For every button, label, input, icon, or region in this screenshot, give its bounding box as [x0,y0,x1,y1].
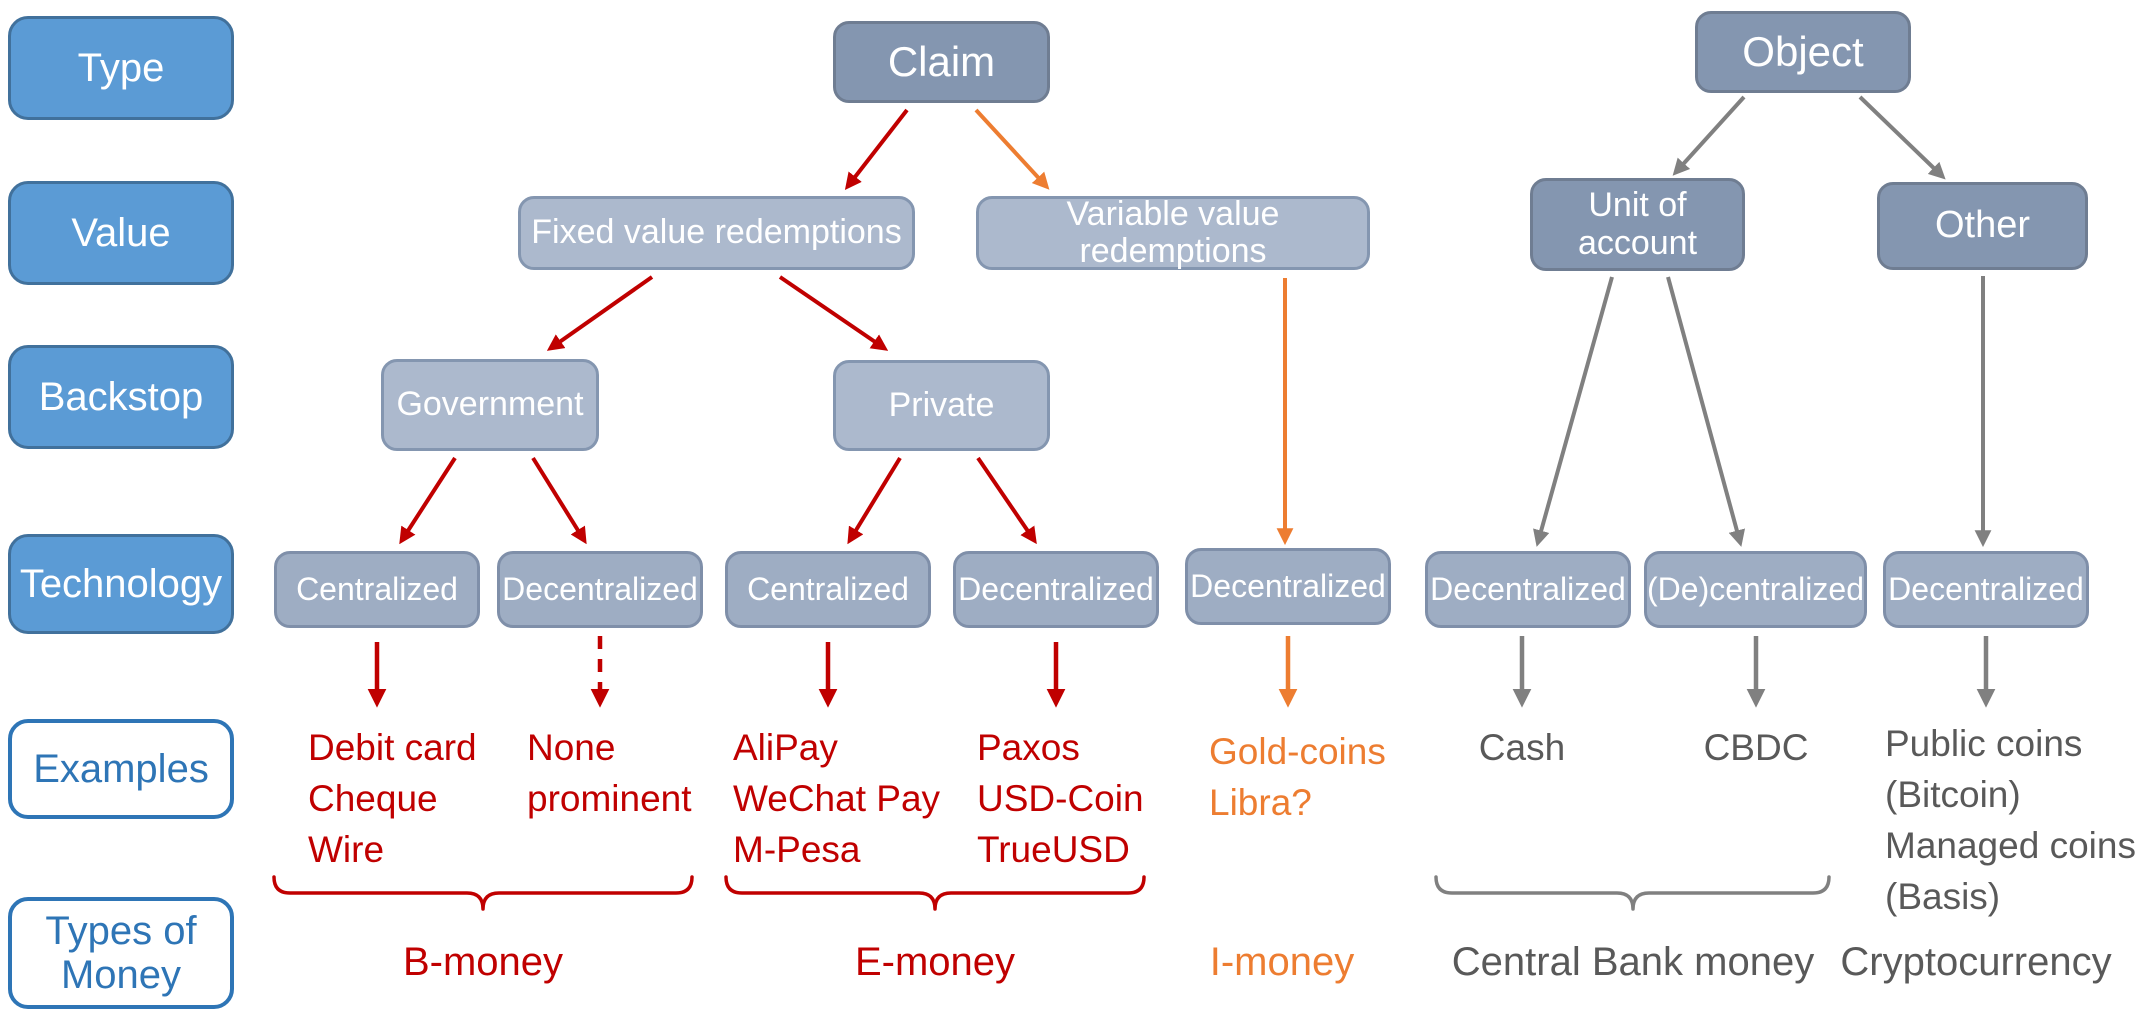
arrow-uoa-to-decentralized2 [1666,276,1746,547]
brace-b-money [272,875,694,911]
node-tech-decentralized-variable: Decentralized [1185,548,1391,625]
examples-e-decentralized: Paxos USD-Coin TrueUSD [977,727,1144,871]
node-object: Object [1695,11,1911,93]
money-type-e-money: E-money [854,940,1016,984]
arrow-object-to-unit-of-account [1672,95,1746,176]
arrow-claim-to-fixed-value [844,108,909,190]
brace-e-money [724,875,1146,911]
arrow-private-to-decentralized [976,456,1037,545]
node-tech-decentralized-uoa: Decentralized [1425,551,1631,628]
row-label-technology: Technology [8,534,234,634]
node-claim: Claim [833,21,1050,103]
examples-b-centralized: Debit card Cheque Wire [308,727,477,871]
arrow-claim-to-variable-value [974,108,1050,190]
arrow-government-to-decentralized [531,456,587,545]
node-tech-de-centralized: (De)centralized [1644,551,1867,628]
node-fixed-value-redemptions: Fixed value redemptions [518,196,915,270]
node-variable-value-redemptions: Variable value redemptions [976,195,1370,270]
row-label-value: Value [8,181,234,285]
examples-cbdc: CBDC [1703,727,1809,768]
arrow-object-to-other [1858,95,1946,180]
money-type-b-money: B-money [402,940,564,984]
node-other: Other [1877,182,2088,270]
node-tech-centralized-gov: Centralized [274,551,480,628]
arrow-fixed-to-government [546,275,654,351]
node-tech-decentralized-other: Decentralized [1883,551,2089,628]
row-label-examples: Examples [8,719,234,819]
brace-central-bank-money [1434,875,1831,911]
node-tech-decentralized-gov: Decentralized [497,551,703,628]
arrow-government-to-centralized [399,456,457,545]
row-label-backstop: Backstop [8,345,234,449]
node-private: Private [833,360,1050,451]
examples-i-money: Gold-coins Libra? [1209,731,1386,824]
money-type-cryptocurrency: Cryptocurrency [1840,940,2112,984]
node-unit-of-account: Unit of account [1530,178,1745,271]
arrow-uoa-to-decentralized [1533,276,1614,547]
arrow-private-to-centralized [847,456,902,545]
row-label-type: Type [8,16,234,120]
money-type-central-bank-money: Central Bank money [1451,940,1815,984]
examples-cash: Cash [1478,727,1566,768]
node-tech-decentralized-private: Decentralized [953,551,1159,628]
examples-cryptocurrency: Public coins (Bitcoin) Managed coins (Ba… [1885,723,2136,918]
money-type-i-money: I-money [1209,940,1355,984]
examples-b-decentralized: None prominent [527,727,692,820]
node-government: Government [381,359,599,451]
node-tech-centralized-private: Centralized [725,551,931,628]
row-label-types-of-money: Types of Money [8,897,234,1009]
arrow-fixed-to-private [778,275,889,351]
examples-e-centralized: AliPay WeChat Pay M-Pesa [733,727,941,871]
